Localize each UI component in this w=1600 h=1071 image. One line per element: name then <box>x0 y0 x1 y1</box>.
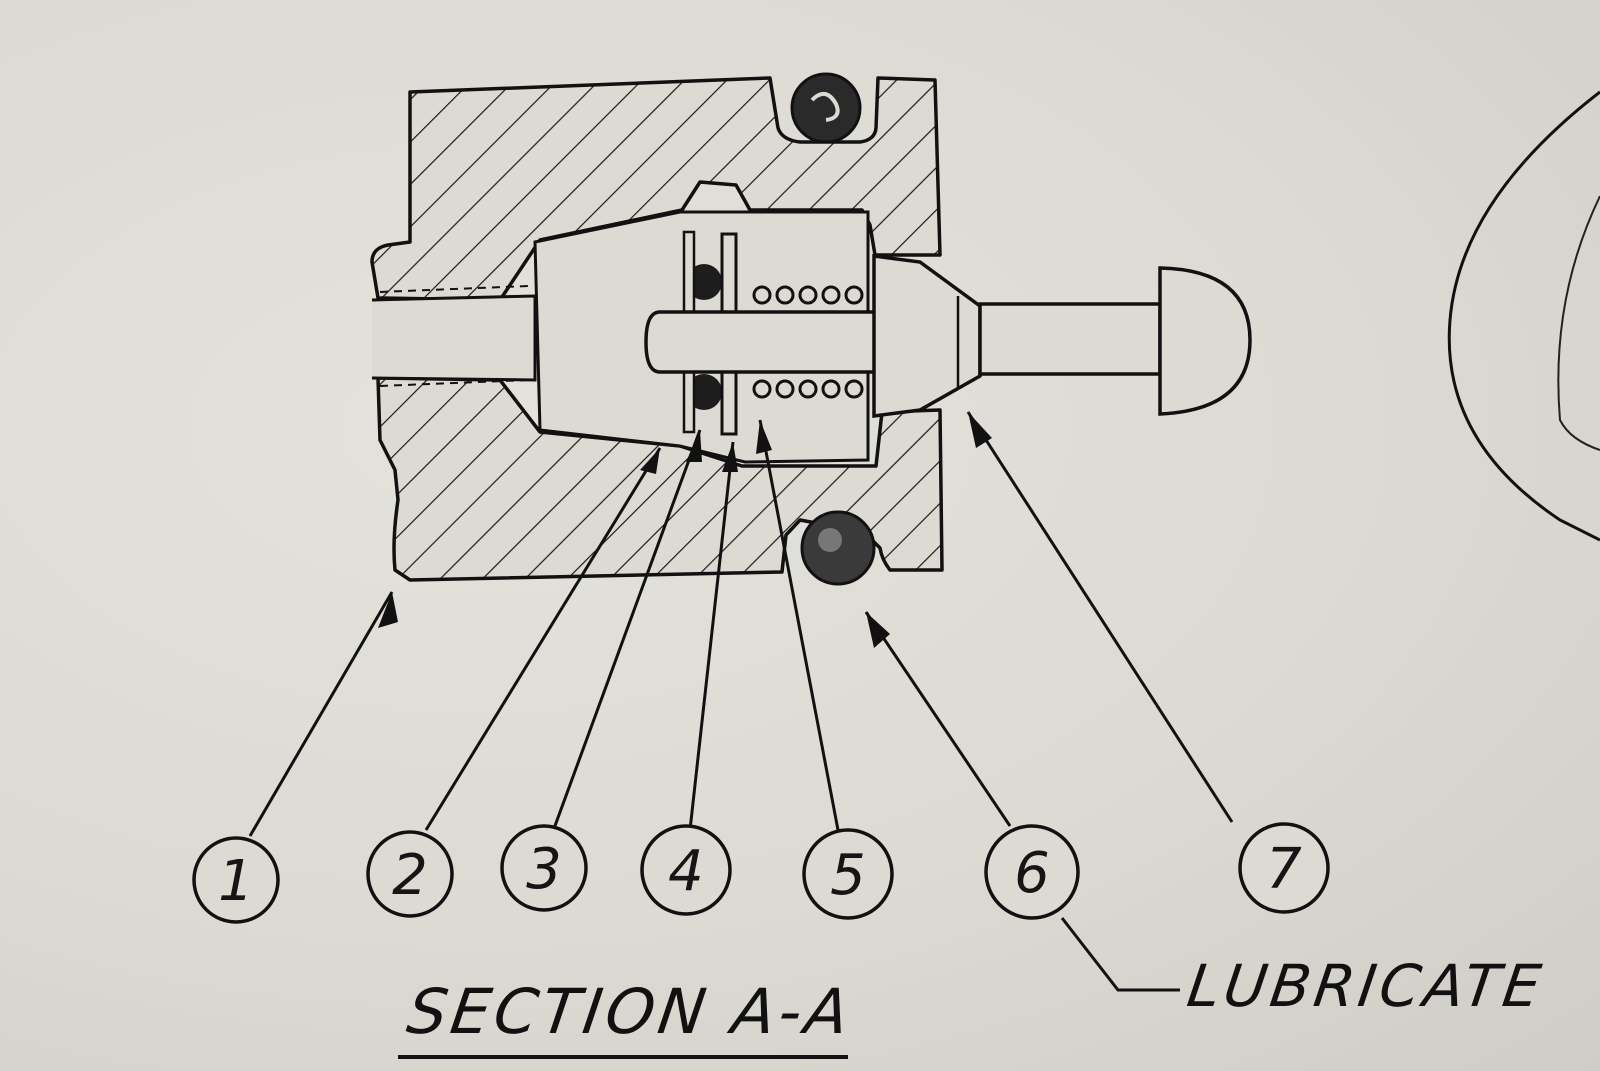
callout-1-bubble <box>192 836 280 924</box>
callout-5-label: 5 <box>830 843 866 908</box>
leader-4 <box>688 441 735 831</box>
dome-button <box>1158 266 1252 416</box>
callout-3-bubble <box>500 824 588 912</box>
section-title: SECTION A-A <box>402 975 858 1048</box>
callout-6-bubble <box>984 824 1080 920</box>
callout-5-bubble <box>802 828 894 920</box>
callout-6-label: 6 <box>1014 841 1050 906</box>
callout-7-label: 7 <box>1266 837 1302 902</box>
callout-2-label: 2 <box>392 843 428 908</box>
leader-2 <box>424 447 662 831</box>
leader-6 <box>864 611 1012 827</box>
leader-7 <box>966 411 1234 823</box>
callout-1-label: 1 <box>218 849 254 914</box>
adjacent-part-outline <box>1447 90 1600 542</box>
section-title-underline <box>398 1055 848 1059</box>
callout-2-bubble <box>366 830 454 918</box>
leader-note <box>1060 917 1180 992</box>
inlet-bore <box>371 294 537 382</box>
callout-4-label: 4 <box>668 839 704 904</box>
actuator-shaft <box>978 302 1162 376</box>
leader-lines <box>248 411 1234 992</box>
callout-balloons <box>192 822 1330 924</box>
poppet-cone <box>872 254 982 418</box>
callout-4-bubble <box>640 824 732 916</box>
leader-3 <box>550 429 702 835</box>
arrowheads <box>378 412 992 648</box>
callout-3-label: 3 <box>526 837 562 902</box>
lubricate-note: LUBRICATE <box>1183 952 1549 1020</box>
valve-stem <box>644 310 882 374</box>
housing-body <box>370 76 942 302</box>
spring <box>752 285 864 399</box>
leader-5 <box>758 419 840 831</box>
o-ring-top <box>790 72 862 144</box>
leader-1 <box>248 591 394 837</box>
callout-7-bubble <box>1238 822 1330 914</box>
